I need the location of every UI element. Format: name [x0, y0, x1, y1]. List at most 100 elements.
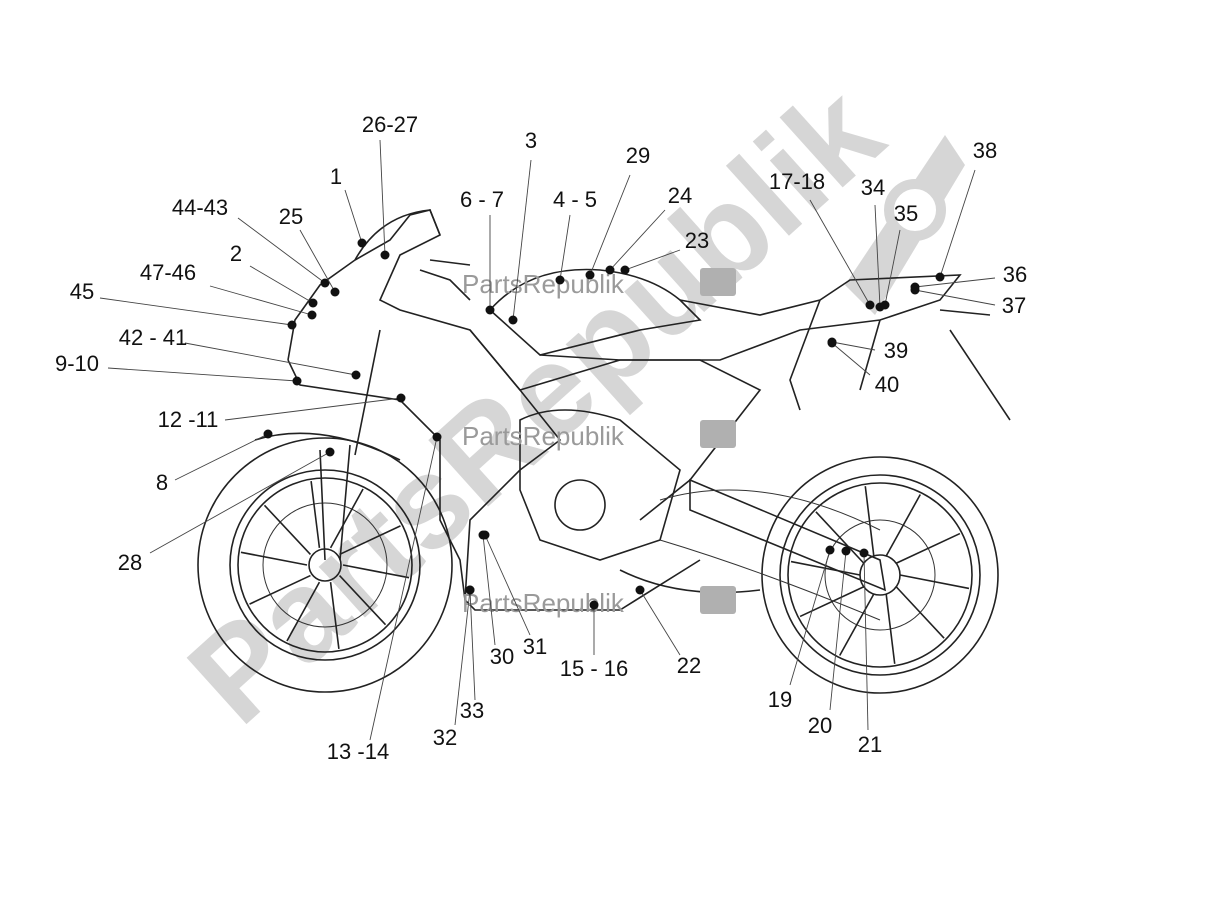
spoke — [790, 560, 861, 576]
callout-dot — [308, 298, 318, 308]
spoke — [815, 511, 865, 564]
leader-line — [369, 436, 438, 741]
spoke — [839, 593, 875, 656]
callout-label: 36 — [1003, 262, 1027, 287]
callout-dot — [465, 585, 475, 595]
leader-line — [624, 249, 681, 271]
swingarm — [689, 478, 887, 592]
callout-label: 6 - 7 — [460, 187, 504, 212]
callout-label: 30 — [490, 644, 514, 669]
callout-6-7: 6 - 7 — [460, 187, 504, 315]
spoke — [885, 593, 896, 664]
callout-label: 45 — [70, 279, 94, 304]
callout-17-18: 17-18 — [769, 169, 875, 310]
callout-dot — [485, 305, 495, 315]
front-wheel — [197, 437, 453, 693]
leader-line — [809, 199, 871, 306]
callout-label: 2 — [230, 241, 242, 266]
leader-line — [831, 341, 876, 351]
leader-line — [299, 229, 336, 293]
leader-line — [249, 265, 314, 304]
callout-15-16: 15 - 16 — [560, 600, 628, 681]
callout-19: 19 — [768, 545, 835, 712]
callout-dot — [320, 278, 330, 288]
callout-35: 35 — [880, 201, 918, 310]
exhaust — [619, 569, 761, 594]
callout-45: 45 — [70, 279, 297, 330]
callout-dot — [307, 310, 317, 320]
callout-dot — [380, 250, 390, 260]
callout-1: 1 — [330, 164, 367, 248]
callout-40: 40 — [827, 338, 899, 397]
motorcycle-drawing — [197, 209, 1011, 694]
callout-label: 8 — [156, 470, 168, 495]
callout-label: 23 — [685, 228, 709, 253]
callout-label: 24 — [668, 183, 692, 208]
callout-dot — [635, 585, 645, 595]
callout-label: 1 — [330, 164, 342, 189]
callout-2: 2 — [230, 241, 318, 308]
callout-dot — [325, 447, 335, 457]
callout-dot — [480, 530, 490, 540]
spoke — [240, 551, 308, 566]
front-fairing-outline — [287, 209, 701, 611]
callout-dot — [841, 546, 851, 556]
callout-label: 44-43 — [172, 195, 228, 220]
callout-label: 17-18 — [769, 169, 825, 194]
callout-12-11: 12 -11 — [158, 393, 406, 432]
spoke — [342, 564, 410, 579]
callout-label: 21 — [858, 732, 882, 757]
leader-line — [379, 139, 386, 256]
tail-section — [789, 299, 1011, 421]
leader-line — [884, 229, 901, 306]
engine — [519, 409, 681, 561]
callout-37: 37 — [910, 285, 1026, 318]
callout-20: 20 — [808, 546, 851, 738]
leader-line — [469, 589, 476, 701]
callout-label: 34 — [861, 175, 885, 200]
callout-32: 32 — [433, 585, 475, 750]
callout-21: 21 — [858, 548, 882, 757]
leader-line — [99, 297, 293, 326]
spoke — [249, 574, 311, 605]
callout-label: 25 — [279, 204, 303, 229]
leader-line — [209, 285, 313, 316]
callout-label: 9-10 — [55, 351, 99, 376]
leader-line — [863, 552, 869, 731]
watermark-text: PartsRepublik — [462, 421, 625, 451]
spoke — [339, 525, 401, 556]
callout-dot — [330, 287, 340, 297]
leader-line — [237, 217, 326, 284]
spoke — [263, 504, 312, 555]
leader-line — [829, 550, 847, 711]
spoke — [885, 494, 921, 557]
callout-34: 34 — [861, 175, 885, 312]
leader-line — [589, 174, 631, 276]
callout-42-41: 42 - 41 — [119, 325, 361, 380]
callout-dot — [357, 238, 367, 248]
spoke — [799, 586, 865, 618]
callout-label: 3 — [525, 128, 537, 153]
callout-label: 37 — [1002, 293, 1026, 318]
callout-9-10: 9-10 — [55, 351, 302, 386]
gear-logo-icon — [700, 420, 736, 448]
leader-line — [107, 367, 298, 382]
callout-label: 28 — [118, 550, 142, 575]
callout-dot — [396, 393, 406, 403]
callout-25: 25 — [279, 204, 340, 297]
callout-label: 26-27 — [362, 112, 418, 137]
spoke — [864, 486, 875, 557]
callout-dot — [585, 270, 595, 280]
callout-dot — [859, 548, 869, 558]
callout-label: 12 -11 — [158, 407, 219, 432]
callout-3: 3 — [508, 128, 537, 325]
callout-label: 19 — [768, 687, 792, 712]
callout-label: 22 — [677, 653, 701, 678]
watermark-text: PartsRepublik — [462, 588, 625, 618]
callout-dot — [605, 265, 615, 275]
handlebar — [419, 259, 471, 301]
callout-4-5: 4 - 5 — [553, 187, 597, 285]
callout-dot — [865, 300, 875, 310]
callout-dot — [287, 320, 297, 330]
